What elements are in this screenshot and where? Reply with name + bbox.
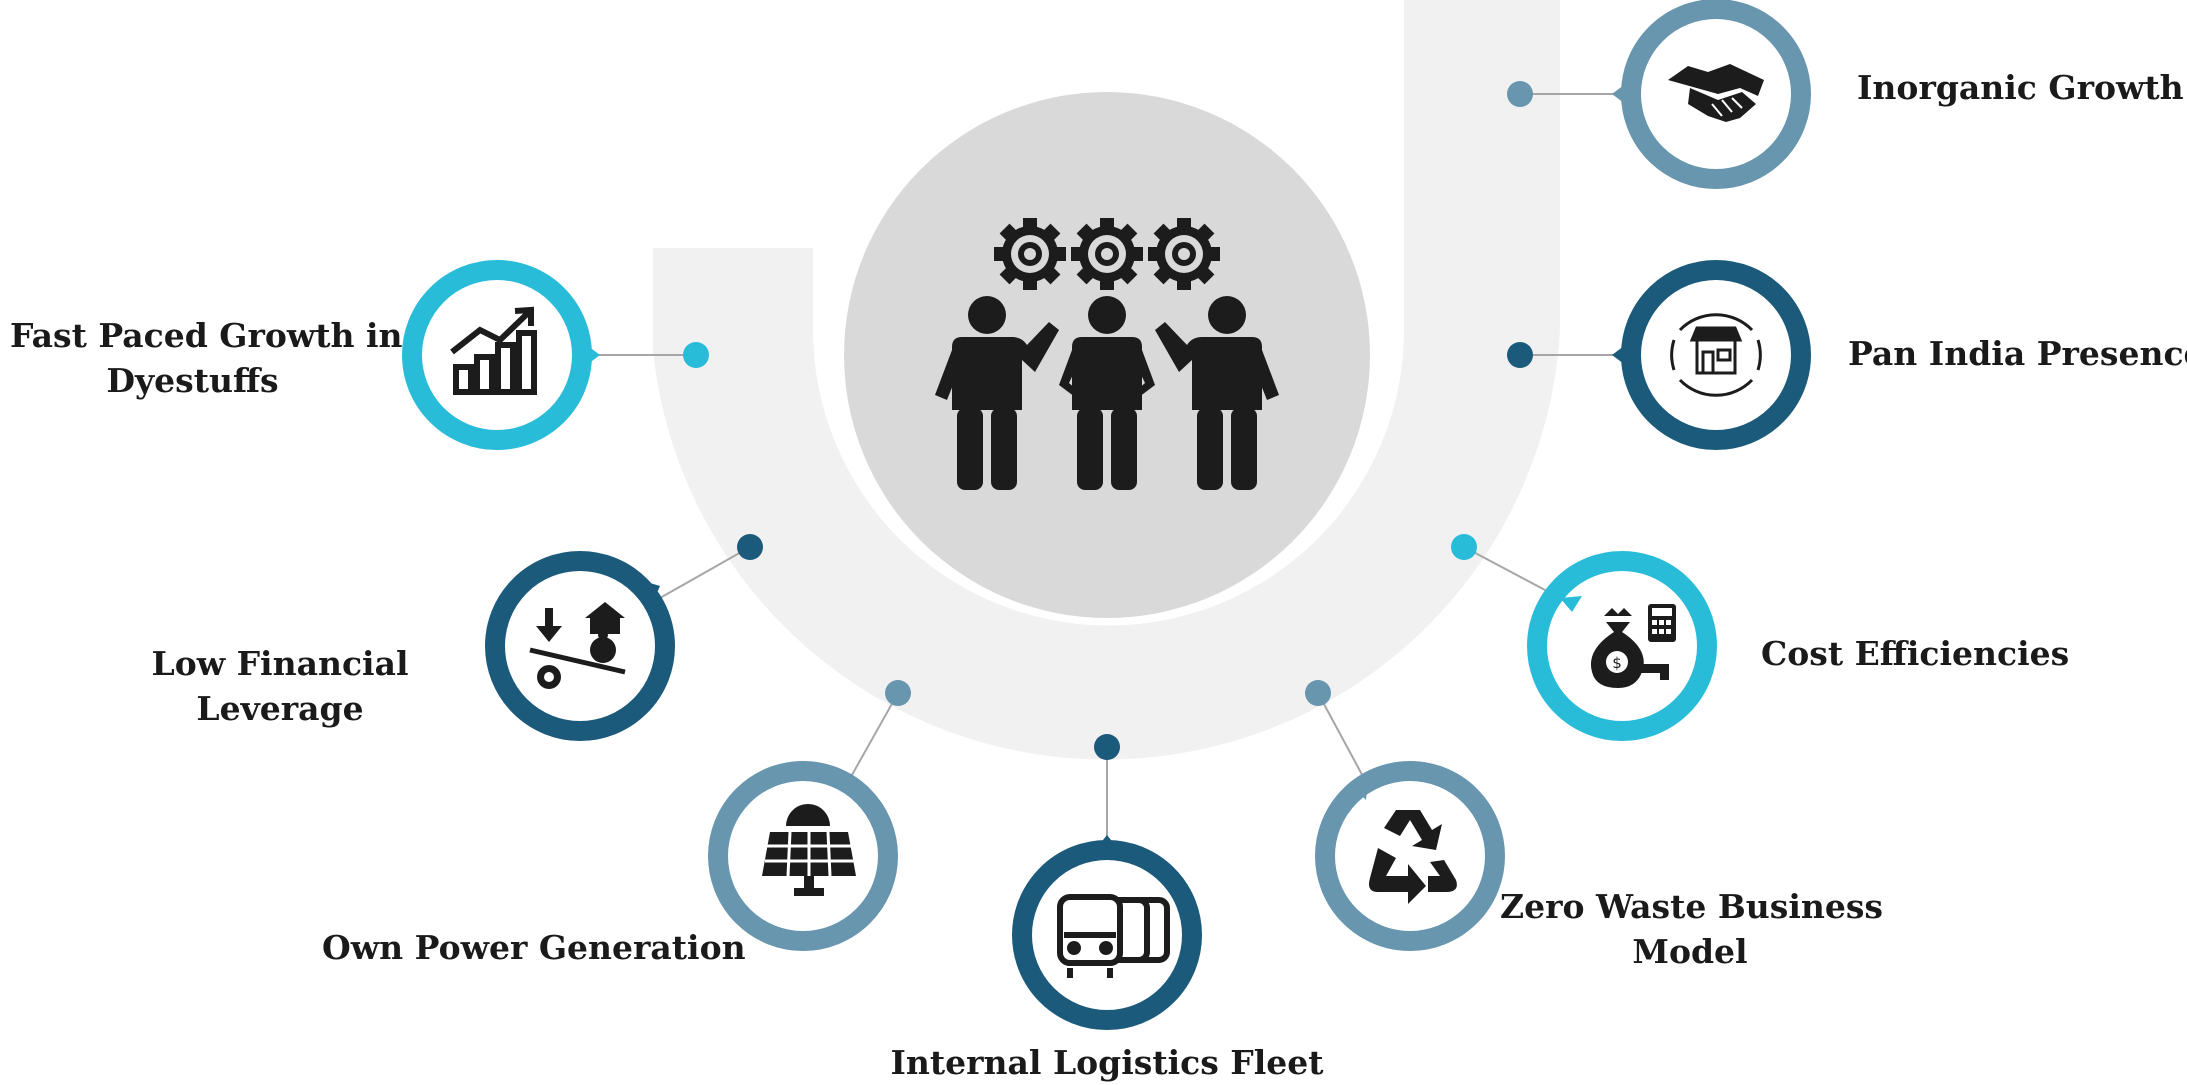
label-pan-india-presence: Pan India Presence	[1848, 331, 2187, 376]
badge-own-power-generation	[708, 761, 898, 951]
solar-panel-icon	[762, 804, 856, 896]
svg-text:$: $	[1612, 654, 1622, 672]
track-dot	[1305, 680, 1331, 706]
label-line: Pan India Presence	[1848, 334, 2187, 373]
badge-internal-logistics-fleet	[1012, 835, 1202, 1030]
store-network-icon	[1670, 313, 1762, 397]
person-icon	[1155, 296, 1279, 490]
growth-chart-icon	[450, 306, 537, 395]
connector-lines	[590, 93, 1623, 850]
label-cost-efficiencies: Cost Efficiencies	[1761, 631, 2069, 676]
label-line: Dyestuffs	[106, 361, 279, 400]
track-dot	[683, 342, 709, 368]
label-zero-waste-business-model: Zero Waste Business Model	[1500, 884, 1883, 974]
track-dot	[1451, 534, 1477, 560]
handshake-icon	[1668, 64, 1764, 122]
badge-inorganic-growth	[1612, 0, 1811, 189]
track-dot	[1507, 342, 1533, 368]
bus-fleet-icon	[1057, 894, 1170, 978]
badge-low-financial-leverage	[485, 551, 675, 741]
label-line: Model	[1632, 932, 1748, 971]
connector-line	[659, 546, 751, 599]
label-own-power-generation: Own Power Generation	[322, 925, 746, 970]
recycle-icon	[1369, 810, 1457, 904]
team-with-gears-icon	[935, 218, 1279, 490]
label-line: Fast Paced Growth in	[10, 316, 403, 355]
label-low-financial-leverage: Low Financial Leverage	[140, 641, 420, 731]
badge-pan-india-presence	[1612, 260, 1811, 450]
u-track	[653, 0, 1560, 760]
badge-cost-efficiencies: $	[1527, 551, 1717, 741]
gear-icon	[1071, 218, 1143, 290]
label-inorganic-growth: Inorganic Growth	[1857, 65, 2184, 110]
connector-line	[1317, 692, 1367, 783]
label-line: Internal Logistics Fleet	[890, 1043, 1324, 1082]
label-fast-paced-growth: Fast Paced Growth in Dyestuffs	[10, 313, 403, 403]
track-dot	[885, 680, 911, 706]
track-dot	[737, 534, 763, 560]
gear-icon	[1148, 218, 1220, 290]
label-line: Leverage	[196, 689, 364, 728]
financial-balance-icon	[529, 602, 626, 689]
label-line: Own Power Generation	[322, 928, 746, 967]
connector-line	[1463, 546, 1561, 599]
track-dot	[1094, 734, 1120, 760]
label-line: Zero Waste Business	[1500, 887, 1883, 926]
connector-line	[847, 692, 899, 783]
badge-fast-paced-growth	[402, 260, 600, 450]
gear-icon	[994, 218, 1066, 290]
person-icon	[1059, 296, 1155, 490]
badge-zero-waste-business-model	[1315, 761, 1505, 951]
label-line: Cost Efficiencies	[1761, 634, 2070, 673]
label-internal-logistics-fleet: Internal Logistics Fleet	[857, 1040, 1357, 1085]
money-key-calculator-icon: $	[1590, 604, 1676, 688]
track-dot	[1507, 81, 1533, 107]
person-icon	[935, 296, 1059, 490]
label-line: Inorganic Growth	[1857, 68, 2184, 107]
label-line: Low Financial	[151, 644, 409, 683]
